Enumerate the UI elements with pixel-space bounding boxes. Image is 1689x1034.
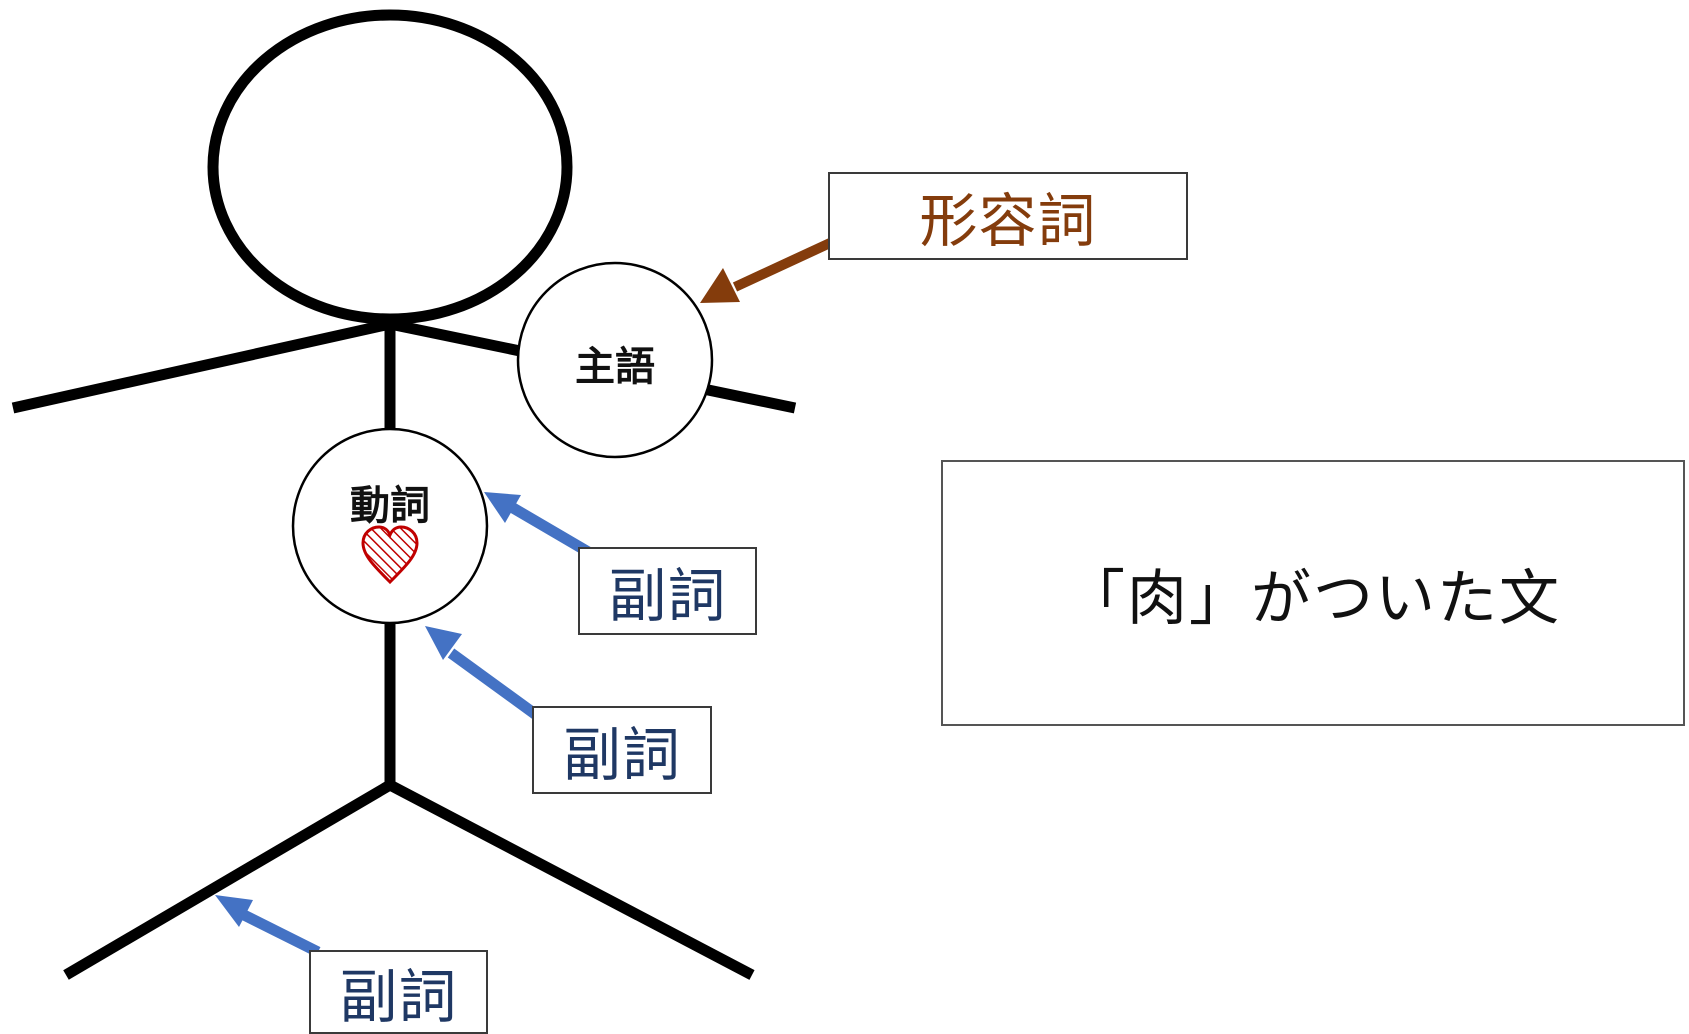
heart-icon [361, 525, 419, 585]
verb-label: 動詞 [350, 483, 430, 529]
subject-circle [516, 261, 714, 459]
adverb-arrow-1 [484, 492, 593, 558]
figure-head [207, 9, 573, 325]
caption-box: 「肉」がついた文 [941, 460, 1685, 726]
stick-figure [11, 9, 797, 980]
adverb-box-2: 副詞 [532, 706, 712, 794]
verb-circle [291, 427, 489, 625]
adverb-arrow-2 [425, 626, 543, 722]
adjective-arrow [700, 238, 833, 303]
figure-left-leg [63, 780, 393, 980]
adverb-box-1: 副詞 [578, 547, 757, 635]
adverb-box-3: 副詞 [309, 950, 488, 1034]
subject-label: 主語 [575, 344, 655, 390]
figure-right-leg [387, 780, 755, 980]
adjective-box: 形容詞 [828, 172, 1188, 260]
figure-left-arm [11, 318, 392, 414]
adverb-arrow-3 [215, 895, 321, 957]
